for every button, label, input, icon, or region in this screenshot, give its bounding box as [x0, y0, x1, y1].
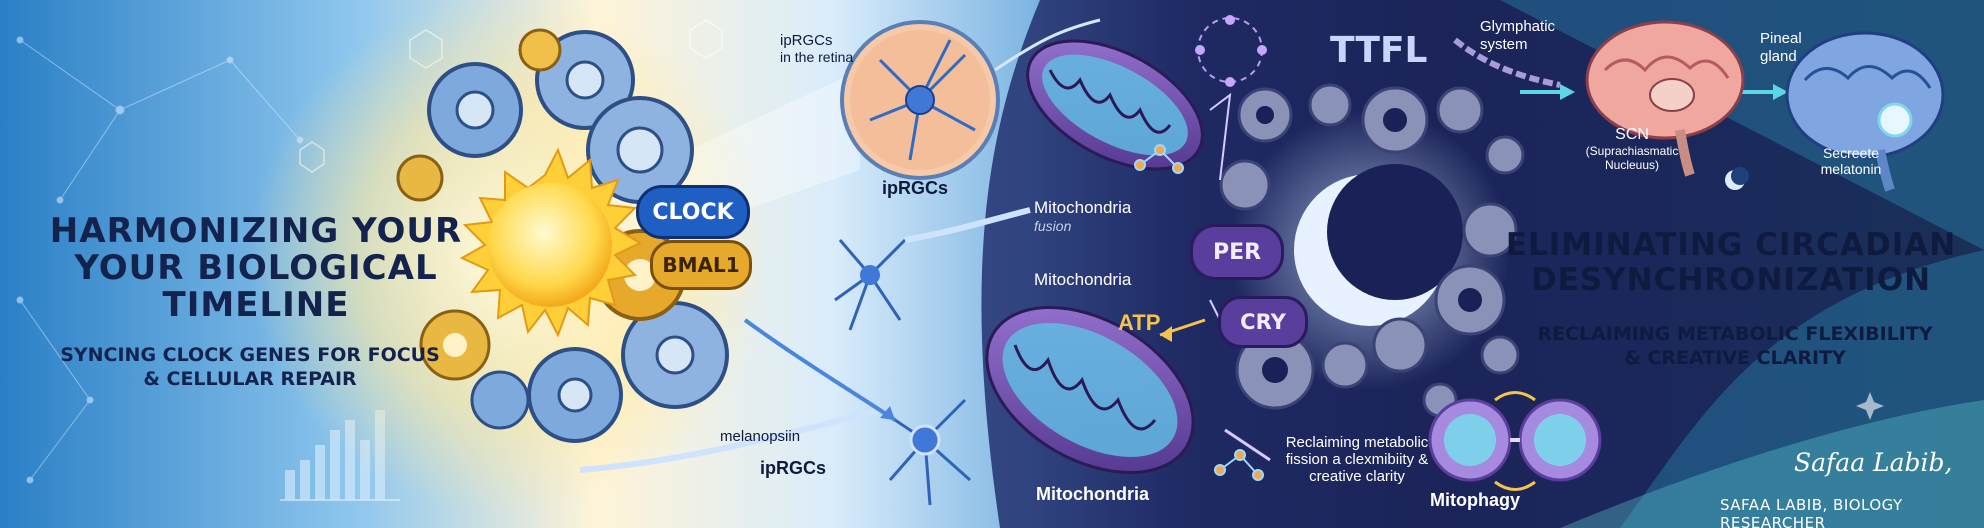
melanopsin-label: melanopsiin [720, 428, 801, 445]
cry-gene-label: CRY [1240, 310, 1286, 334]
right-title: ELIMINATING CIRCADIAN DESYNCHRONIZATION [1505, 227, 1957, 298]
moon-icon [1294, 164, 1463, 326]
left-title: HARMONIZING YOUR YOUR BIOLOGICAL TIMELIN… [49, 211, 463, 325]
retina-cell-illustration [840, 18, 1101, 180]
iprgc-label-top: ipRGCs [780, 32, 833, 49]
gear-icon [518, 28, 562, 72]
mito-fusion-sub: fusion [1034, 218, 1072, 234]
mito-fusion-title: Mitochondria [1034, 198, 1132, 217]
glymphatic-label: Glymphatic system [1480, 18, 1556, 53]
iprgc-retina-label: ipRGCs in the retina [780, 32, 853, 65]
gear-icon [470, 370, 530, 430]
clock-gene-badge: CLOCK [636, 185, 750, 239]
gear-icon [535, 30, 635, 130]
scn-full: (Suprachiasmatic Nucleuus) [1585, 144, 1679, 172]
gear-icon [621, 301, 729, 409]
sparkle-icon [1856, 392, 1884, 420]
mitochondria-icon [985, 305, 1195, 475]
mito-mid-label: Mitochondria [1034, 270, 1132, 289]
iprgc-retina-sublabel: in the retina [780, 49, 854, 65]
clock-gene-label: CLOCK [652, 199, 734, 225]
arrow-icon [743, 318, 897, 422]
left-subtitle: SYNCING CLOCK GENES FOR FOCUS & CELLULAR… [60, 344, 440, 390]
mito-fusion-label: Mitochondria fusion [1034, 198, 1131, 234]
gear-icon [1462, 202, 1518, 258]
right-subtitle: RECLAIMING METABOLIC FLEXIBILITY & CREAT… [1537, 323, 1933, 369]
per-gene-label: PER [1212, 239, 1262, 265]
brain-icon [1585, 20, 1745, 177]
iprgc-label-mid: ipRGCs [882, 178, 949, 198]
scn-title: SCN [1615, 126, 1649, 143]
gear-icon [396, 154, 444, 202]
mitochondria-icon [1026, 39, 1204, 171]
gear-icon [419, 309, 491, 381]
wave-shape [1560, 400, 1984, 528]
melatonin-label: Secreete melatonin [1820, 145, 1882, 177]
mito-bottom-label: Mitochondria [1036, 484, 1149, 504]
author-signature: Safaa Labib, [1794, 448, 1953, 477]
sun-icon [459, 147, 643, 338]
gear-cluster-left [396, 28, 729, 443]
cry-gene-badge: CRY [1218, 296, 1308, 348]
molecule-icon [1134, 144, 1264, 481]
light-beam [560, 70, 860, 260]
reclaim-note: Reclaiming metabolic fission a clexmibii… [1285, 434, 1429, 485]
author-byline: SAFAA LABIB, BIOLOGY RESEARCHER [1720, 496, 1903, 528]
ttfl-label: TTFL [1330, 30, 1428, 71]
mitophagy-label: Mitophagy [1430, 490, 1520, 510]
atp-label: ATP [1118, 310, 1161, 335]
mitophagy-icon [1428, 391, 1602, 491]
arrow-icon [1224, 428, 1271, 462]
brain-icon [1785, 31, 1945, 192]
bmal1-gene-label: BMAL1 [662, 253, 740, 277]
gear-icon [427, 62, 523, 158]
per-gene-badge: PER [1190, 224, 1284, 280]
crescent-icon [1725, 167, 1749, 190]
gear-icon [527, 347, 623, 443]
pineal-label: Pineal gland [1760, 30, 1802, 65]
scn-label: SCN (Suprachiasmatic Nucleuus) [1572, 126, 1692, 172]
neuron-illustration [579, 207, 1031, 506]
iprgc-label-bottom: ipRGCs [760, 458, 827, 478]
bmal1-gene-badge: BMAL1 [650, 240, 752, 290]
